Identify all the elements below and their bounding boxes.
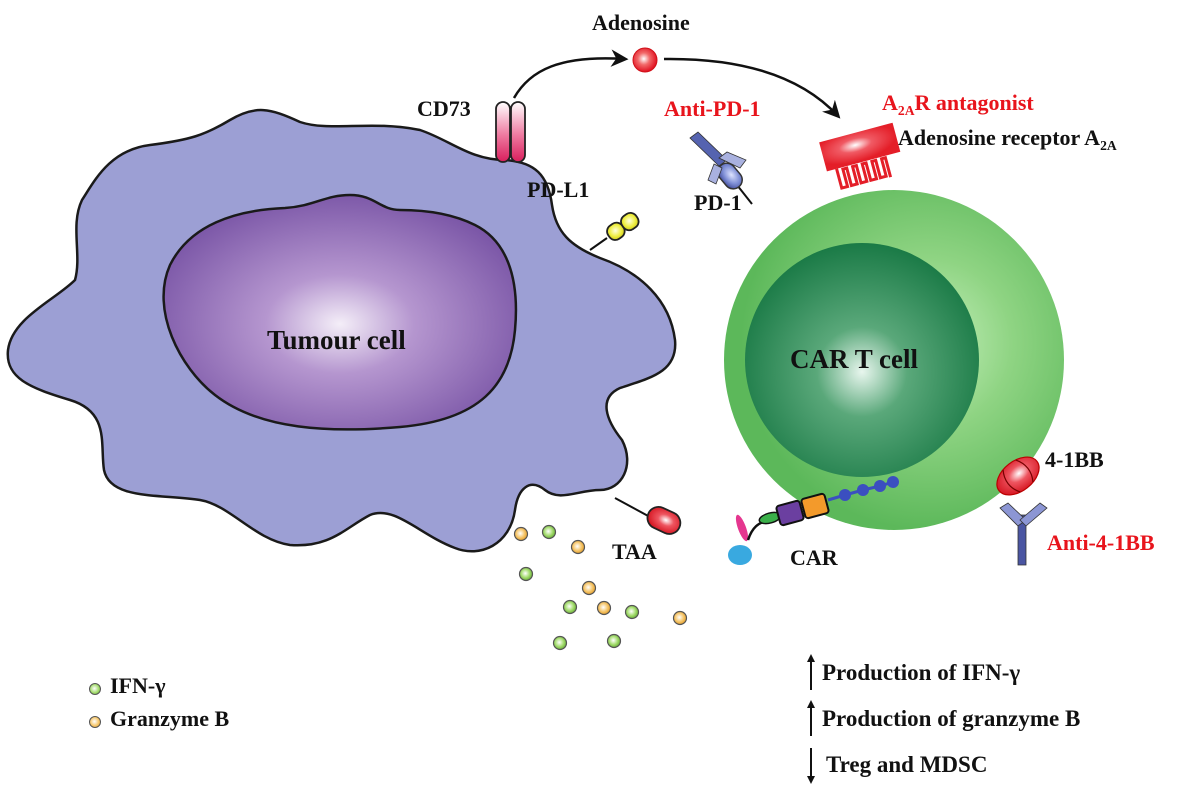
adenosine-receptor-label: Adenosine receptor A2A [898,125,1117,154]
taa-label: TAA [612,539,657,564]
receptor-subscript: 2A [1100,137,1117,153]
ifn-gamma-molecule [541,524,557,540]
down-arrow-icon [807,748,815,784]
granzyme-b-molecule [672,610,688,626]
adenosine-label: Adenosine [592,10,690,35]
pd-l1-icon [589,211,640,251]
anti-4-1bb-antibody-icon [999,502,1048,566]
up-arrow-icon [807,654,815,690]
up-arrow-icon [807,700,815,736]
pd-l1-label: PD-L1 [527,177,590,202]
car-label: CAR [790,545,838,570]
taa-icon [614,497,682,535]
effect-label: Production of granzyme B [822,706,1081,731]
secreted-molecules [513,524,688,651]
four-1bb-label: 4-1BB [1045,447,1104,472]
granzyme-b-legend-label: Granzyme B [110,706,230,731]
granzyme-b-legend-icon [89,716,101,728]
adenosine-icon [632,47,658,73]
ifn-gamma-legend-label: IFN-γ [110,673,166,698]
a2ar-antagonist-label: A2AR antagonist [882,90,1034,119]
adenosine-receptor-a2a-icon [819,122,901,190]
ifn-gamma-legend-icon [89,683,101,695]
tumour-cell-nucleus [162,193,518,431]
a2ar-suffix: R antagonist [914,90,1034,115]
tumour-cell-label: Tumour cell [267,325,406,355]
effect-item: Production of granzyme B [806,700,1080,738]
ifn-gamma-molecule [552,635,568,651]
granzyme-b-molecule [513,526,529,542]
receptor-prefix: Adenosine receptor A [898,125,1101,150]
a2ar-subscript: 2A [897,102,915,118]
effect-label: Treg and MDSC [826,752,988,777]
cd73-icon [495,101,526,163]
anti-pd-1-label: Anti-PD-1 [664,96,761,121]
effect-item: Treg and MDSC [806,746,987,784]
pd-1-icon [717,162,753,205]
a2ar-prefix: A [882,90,898,115]
four-1bb-icon [996,456,1040,496]
cd73-label: CD73 [417,96,471,121]
ifn-gamma-molecule [518,566,534,582]
granzyme-b-molecule [581,580,597,596]
ifn-gamma-molecule [624,604,640,620]
cd73-to-adenosine-arrow [512,49,629,99]
car-t-cell-nucleus [745,243,979,477]
effect-label: Production of IFN-γ [822,660,1021,685]
effect-item: Production of IFN-γ [806,654,1020,692]
car-t-cell-label: CAR T cell [790,344,918,374]
car-construct-icon [728,476,899,565]
ifn-gamma-molecule [606,633,622,649]
granzyme-b-molecule [596,600,612,616]
anti-4-1bb-label: Anti-4-1BB [1047,530,1155,555]
granzyme-b-molecule [570,539,586,555]
adenosine-to-receptor-arrow [663,57,841,119]
pd-1-label: PD-1 [694,190,742,215]
anti-pd-1-antibody-icon [689,131,747,185]
ifn-gamma-molecule [562,599,578,615]
